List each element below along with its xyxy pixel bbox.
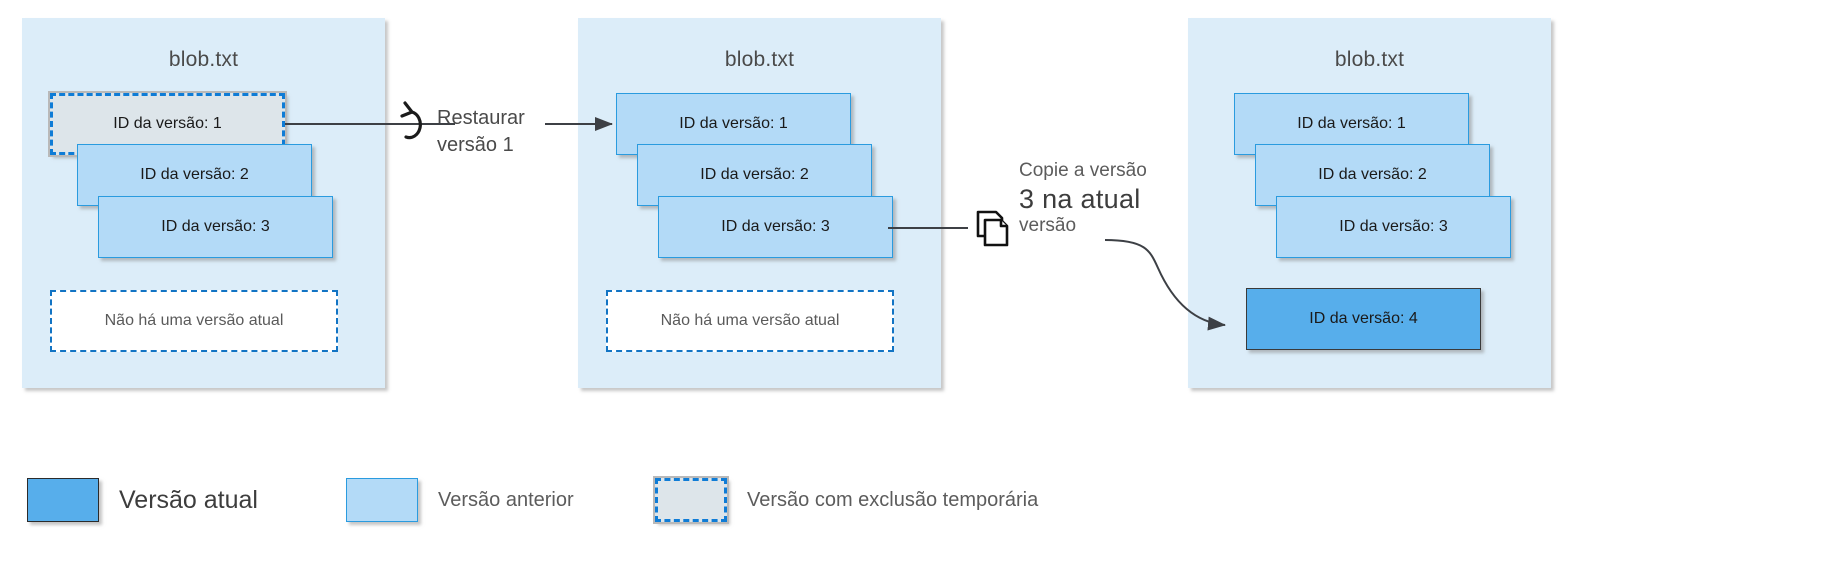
undo-restore-icon bbox=[400, 101, 422, 140]
panel-title: blob.txt bbox=[724, 48, 795, 71]
version-box-previous[interactable]: ID da versão: 2 bbox=[1255, 144, 1490, 206]
version-box-previous[interactable]: ID da versão: 3 bbox=[1276, 196, 1511, 258]
legend-swatch-current-version bbox=[27, 478, 99, 522]
restore-annotation: Restaurar versão 1 bbox=[437, 105, 557, 159]
copy-annotation-line1: Copie a versão bbox=[1019, 160, 1147, 181]
version-box-previous[interactable]: ID da versão: 3 bbox=[98, 196, 333, 258]
version-box-previous[interactable]: ID da versão: 3 bbox=[658, 196, 893, 258]
legend-label-previous-version: Versão anterior bbox=[438, 488, 574, 511]
version-box-label: ID da versão: 2 bbox=[140, 166, 249, 183]
legend-item-previous-version: Versão anterior bbox=[346, 478, 574, 522]
version-box-label: ID da versão: 3 bbox=[721, 218, 830, 235]
panel-title: blob.txt bbox=[1334, 48, 1405, 71]
copy-annotation: Copie a versão 3 na atual versão bbox=[1019, 160, 1199, 238]
version-box-label: ID da versão: 3 bbox=[1339, 218, 1448, 235]
restore-annotation-line1: Restaurar bbox=[437, 107, 525, 129]
panel-after-copy: blob.txt ID da versão: 1 ID da versão: 2… bbox=[1188, 18, 1551, 388]
version-box-label: ID da versão: 2 bbox=[1318, 166, 1427, 183]
legend: Versão atual Versão anterior Versão com … bbox=[0, 476, 1842, 568]
legend-swatch-previous-version bbox=[346, 478, 418, 522]
copy-annotation-line2: 3 na atual bbox=[1019, 183, 1141, 214]
panel-after-restore: blob.txt ID da versão: 1 ID da versão: 2… bbox=[578, 18, 941, 388]
copy-pages-icon bbox=[976, 210, 1009, 247]
version-box-label: ID da versão: 4 bbox=[1309, 310, 1418, 327]
legend-item-current-version: Versão atual bbox=[27, 478, 258, 522]
no-current-version-placeholder: Não há uma versão atual bbox=[50, 290, 338, 352]
version-box-label: ID da versão: 3 bbox=[161, 218, 270, 235]
no-current-version-placeholder: Não há uma versão atual bbox=[606, 290, 894, 352]
restore-annotation-line2: versão 1 bbox=[437, 134, 514, 156]
no-current-version-label: Não há uma versão atual bbox=[660, 312, 840, 329]
version-box-label: ID da versão: 1 bbox=[113, 115, 222, 132]
panel-title: blob.txt bbox=[168, 48, 239, 71]
copy-annotation-line3: versão bbox=[1019, 215, 1077, 237]
no-current-version-label: Não há uma versão atual bbox=[104, 312, 284, 329]
legend-swatch-soft-deleted-version bbox=[653, 476, 729, 524]
legend-label-current-version: Versão atual bbox=[119, 485, 258, 514]
version-box-label: ID da versão: 1 bbox=[679, 115, 788, 132]
version-box-label: ID da versão: 1 bbox=[1297, 115, 1406, 132]
panel-before-restore: blob.txt ID da versão: 1 ID da versão: 2… bbox=[22, 18, 385, 388]
version-box-current[interactable]: ID da versão: 4 bbox=[1246, 288, 1481, 350]
legend-label-soft-deleted-version: Versão com exclusão temporária bbox=[747, 488, 1039, 511]
version-box-label: ID da versão: 2 bbox=[700, 166, 809, 183]
legend-item-soft-deleted-version: Versão com exclusão temporária bbox=[653, 476, 1039, 524]
